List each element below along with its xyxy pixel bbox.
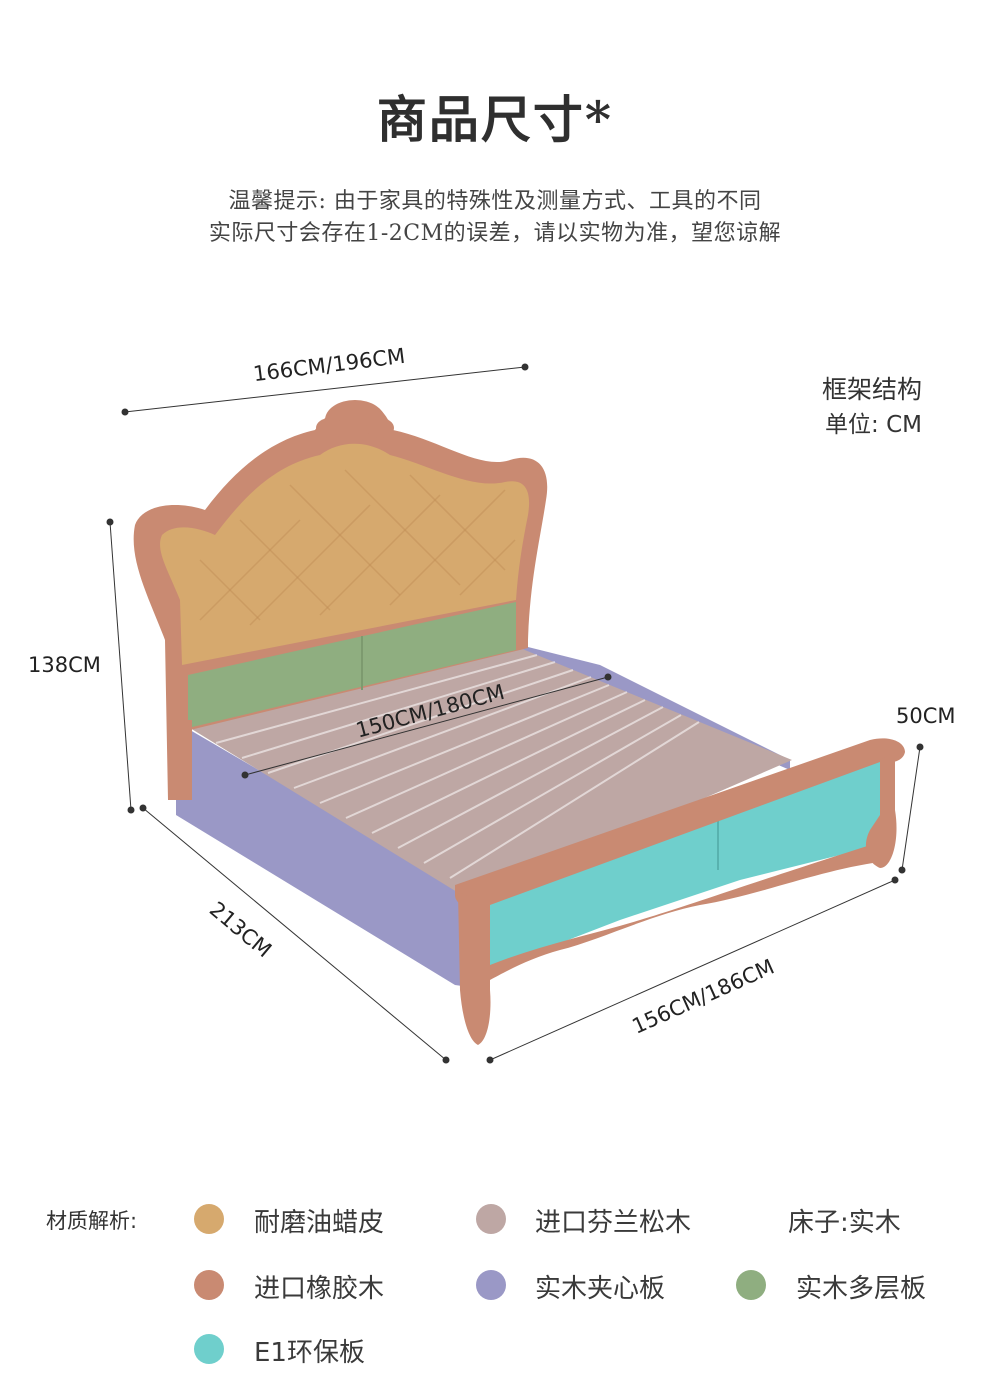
swatch-e1-board [194, 1334, 224, 1364]
notice-line-1: 温馨提示: 由于家具的特殊性及测量方式、工具的不同 [228, 189, 762, 214]
tufting-pattern [199, 469, 516, 626]
swatch-multilayer-board [736, 1270, 766, 1300]
legend-heading: 材质解析: [46, 1209, 138, 1233]
footboard-bottom-rail [490, 842, 880, 980]
dim-length: 213CM [205, 897, 276, 962]
frame-structure-label: 框架结构 [821, 375, 922, 404]
dim-height-head: 138CM [28, 653, 101, 677]
page-title: 商品尺寸* [376, 90, 614, 149]
notice-line-2: 实际尺寸会存在1-2CM的误差，请以实物为准，望您谅解 [208, 221, 782, 246]
headboard-leg-left [168, 720, 192, 800]
headboard-lower-panel [188, 602, 516, 728]
legend-item-rubberwood: 进口橡胶木 [254, 1274, 385, 1304]
unit-label: 单位: CM [825, 412, 922, 438]
legend-item-multilayer-board: 实木多层板 [796, 1274, 927, 1304]
footboard-post-left [458, 892, 491, 1045]
swatch-rubberwood [194, 1270, 224, 1300]
swatch-leather [194, 1204, 224, 1234]
dim-width-bottom: 156CM/186CM [628, 955, 777, 1039]
legend-item-sandwich-board: 实木夹心板 [535, 1274, 666, 1304]
legend-item-bed-solid-wood: 床子:实木 [788, 1208, 901, 1238]
crown-ornament [316, 400, 394, 440]
bed-side-rail [176, 730, 490, 990]
dimension-lines [106, 363, 924, 1064]
legend-item-pine: 进口芬兰松木 [535, 1208, 692, 1238]
dim-height-foot: 50CM [896, 704, 956, 728]
swatch-pine [476, 1204, 506, 1234]
footboard-top-rail [455, 738, 905, 908]
swatch-sandwich-board [476, 1270, 506, 1300]
legend-item-leather: 耐磨油蜡皮 [254, 1208, 385, 1238]
footboard-panel [490, 755, 880, 970]
dim-width-top: 166CM/196CM [252, 344, 407, 386]
legend-item-e1-board: E1环保板 [254, 1338, 365, 1368]
bed-slats [215, 654, 700, 879]
footboard-post-right [865, 752, 897, 868]
